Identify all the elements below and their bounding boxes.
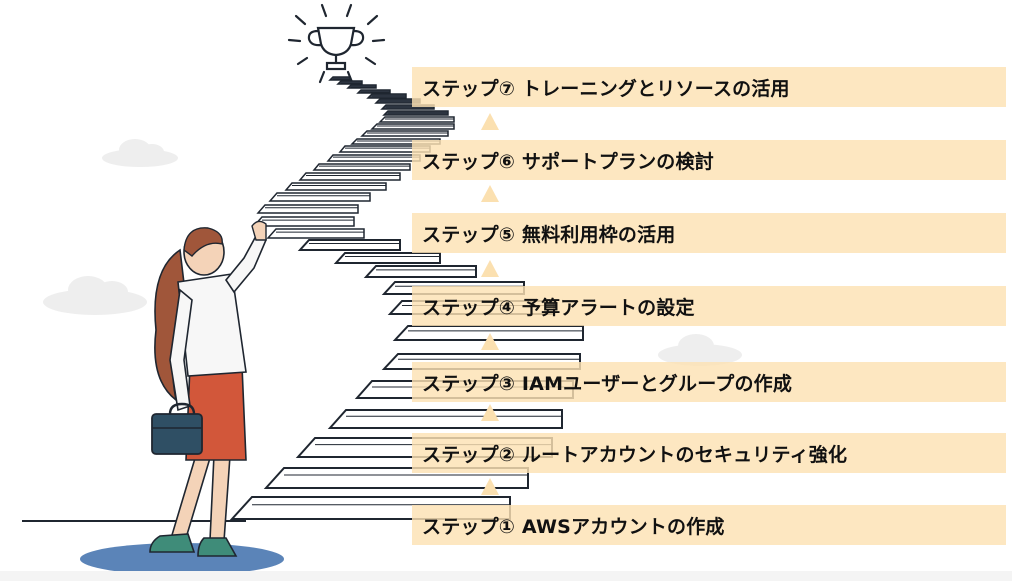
trophy-icon — [287, 3, 386, 84]
step-arrow-6-7 — [481, 113, 499, 130]
stair-tread — [297, 239, 401, 251]
briefcase-icon — [151, 402, 203, 455]
step-arrow-5-6 — [481, 185, 499, 202]
step-3-label: ステップ③ IAMユーザーとグループの作成 — [422, 372, 793, 395]
cloud-left-top — [102, 139, 178, 167]
step-4-label: ステップ④ 予算アラートの設定 — [422, 296, 695, 319]
step-arrow-3-4 — [481, 333, 499, 350]
stair-tread — [256, 204, 359, 214]
step-2-label: ステップ② ルートアカウントのセキュリティ強化 — [422, 443, 848, 466]
step-1-bar: ステップ① AWSアカウントの作成 — [412, 505, 1006, 545]
stair-tread — [266, 228, 365, 239]
step-7-label: ステップ⑦ トレーニングとリソースの活用 — [422, 77, 790, 100]
cloud-right — [658, 334, 742, 366]
step-2-bar: ステップ② ルートアカウントのセキュリティ強化 — [412, 433, 1006, 473]
step-6-label: ステップ⑥ サポートプランの検討 — [422, 150, 714, 173]
stair-tread — [284, 182, 387, 191]
step-5-label: ステップ⑤ 無料利用枠の活用 — [422, 223, 676, 246]
step-6-bar: ステップ⑥ サポートプランの検討 — [412, 140, 1006, 180]
stair-tread — [298, 172, 401, 181]
person-figure — [80, 220, 284, 575]
step-4-bar: ステップ④ 予算アラートの設定 — [412, 286, 1006, 326]
step-3-bar: ステップ③ IAMユーザーとグループの作成 — [412, 362, 1006, 402]
step-arrow-4-5 — [481, 260, 499, 277]
stair-tread — [363, 265, 477, 278]
step-1-label: ステップ① AWSアカウントの作成 — [422, 515, 725, 538]
step-7-bar: ステップ⑦ トレーニングとリソースの活用 — [412, 67, 1006, 107]
step-5-bar: ステップ⑤ 無料利用枠の活用 — [412, 213, 1006, 253]
step-arrow-2-3 — [481, 404, 499, 421]
stair-tread — [333, 252, 441, 264]
stair-tread — [312, 163, 411, 171]
stair-tread — [327, 409, 563, 429]
stair-tread — [252, 216, 355, 227]
cloud-left-mid — [43, 276, 147, 315]
stair-tread — [268, 192, 371, 202]
bottom-band — [0, 571, 1012, 581]
stair-tread — [326, 154, 421, 162]
step-arrow-1-2 — [481, 478, 499, 495]
